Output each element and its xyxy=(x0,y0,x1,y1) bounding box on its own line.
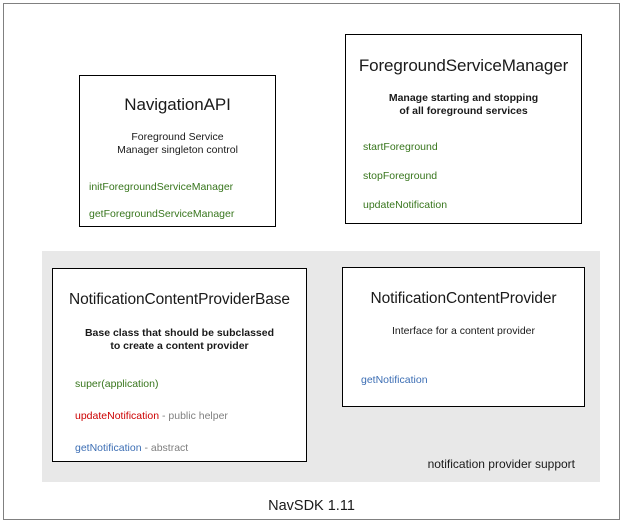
class-title-notification-content-provider-base: NotificationContentProviderBase xyxy=(69,291,290,308)
class-title-notification-content-provider: NotificationContentProvider xyxy=(370,290,557,307)
class-description-foreground-service-manager: Manage starting and stopping of all fore… xyxy=(346,92,581,118)
member-item[interactable]: super(application) xyxy=(75,378,306,391)
group-region-label: notification provider support xyxy=(427,457,575,471)
member-list-notification-content-provider-base: super(application) updateNotification - … xyxy=(53,378,306,455)
class-box-notification-content-provider-base[interactable]: NotificationContentProviderBase Base cla… xyxy=(52,268,307,462)
class-title-foreground-service-manager: ForegroundServiceManager xyxy=(358,56,569,75)
slide-frame: notification provider support Navigation… xyxy=(3,3,620,520)
member-item[interactable]: startForeground xyxy=(363,141,581,154)
member-item[interactable]: getForegroundServiceManager xyxy=(89,208,275,221)
class-description-line1: Foreground Service xyxy=(131,131,224,143)
class-box-notification-content-provider[interactable]: NotificationContentProvider Interface fo… xyxy=(342,267,585,407)
member-list-navigation-api: initForegroundServiceManager getForegrou… xyxy=(80,181,275,221)
class-description-line1: Interface for a content provider xyxy=(392,325,535,337)
member-name: getNotification xyxy=(361,374,428,386)
class-description-notification-content-provider: Interface for a content provider xyxy=(343,325,584,338)
member-item[interactable]: getNotification - abstract xyxy=(75,442,306,455)
member-name: getNotification xyxy=(75,442,142,454)
member-name: super(application) xyxy=(75,378,159,390)
member-name: getForegroundServiceManager xyxy=(89,208,235,220)
class-box-foreground-service-manager[interactable]: ForegroundServiceManager Manage starting… xyxy=(345,34,582,224)
class-description-navigation-api: Foreground Service Manager singleton con… xyxy=(80,131,275,157)
member-list-foreground-service-manager: startForeground stopForeground updateNot… xyxy=(346,141,581,212)
member-name: stopForeground xyxy=(363,170,438,182)
member-name: startForeground xyxy=(363,141,438,153)
class-description-line2: Manager singleton control xyxy=(117,144,238,156)
member-name: initForegroundServiceManager xyxy=(89,181,234,193)
member-item[interactable]: updateNotification xyxy=(363,199,581,212)
class-description-line2: to create a content provider xyxy=(110,340,249,352)
member-name: updateNotification xyxy=(75,410,160,422)
class-box-navigation-api[interactable]: NavigationAPI Foreground Service Manager… xyxy=(79,75,276,227)
member-item[interactable]: stopForeground xyxy=(363,170,581,183)
member-item[interactable]: updateNotification - public helper xyxy=(75,410,306,423)
class-title-navigation-api: NavigationAPI xyxy=(124,95,231,114)
class-description-line1: Base class that should be subclassed xyxy=(84,327,275,339)
footer-version-label: NavSDK 1.11 xyxy=(268,498,355,514)
member-list-notification-content-provider: getNotification xyxy=(343,374,584,387)
member-item[interactable]: initForegroundServiceManager xyxy=(89,181,275,194)
member-suffix: - public helper xyxy=(159,410,228,422)
member-name: updateNotification xyxy=(363,199,448,211)
member-suffix: - abstract xyxy=(141,442,189,454)
class-description-notification-content-provider-base: Base class that should be subclassed to … xyxy=(53,327,306,353)
class-description-line1: Manage starting and stopping xyxy=(388,92,539,104)
class-description-line2: of all foreground services xyxy=(399,105,528,117)
member-item[interactable]: getNotification xyxy=(361,374,584,387)
